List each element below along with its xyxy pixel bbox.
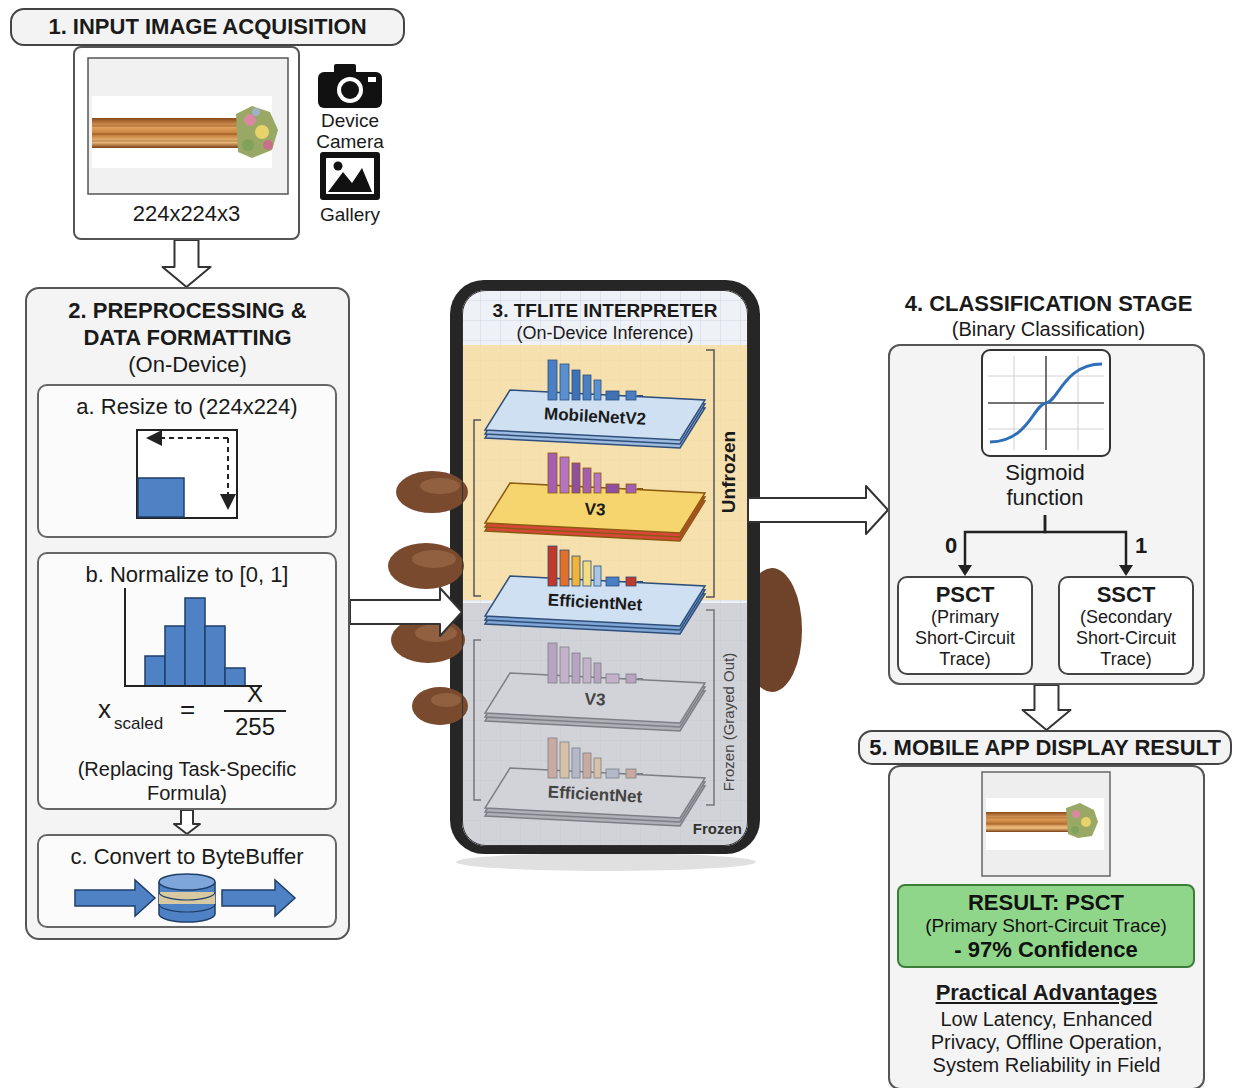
layer-plate — [480, 352, 710, 452]
process-box: a. Resize to (224x224) — [37, 384, 337, 538]
sigmoid-block: Sigmoid function — [975, 350, 1115, 515]
block-arrow — [163, 240, 211, 287]
block-arrow — [350, 588, 462, 636]
node-text: (Secondary Short-Circuit Trace) — [1068, 607, 1184, 670]
phone-screen: 3. TFLITE INTERPRETER(On-Device Inferenc… — [462, 290, 748, 846]
node-text: (Primary Short-Circuit Trace) — [903, 915, 1189, 937]
icon-caption: Device Camera — [305, 110, 395, 152]
node-title: Sigmoid function — [975, 460, 1115, 510]
node-title: 224x224x3 — [75, 200, 298, 228]
arrow-head — [958, 565, 972, 576]
formula-numerator: X — [222, 680, 288, 708]
node-title: 5. MOBILE APP DISPLAY RESULT — [860, 732, 1230, 763]
connector-line — [965, 515, 1045, 566]
layer-plate — [480, 538, 710, 638]
node-text: (Binary Classification) — [878, 317, 1219, 341]
model-layer: V3 — [480, 445, 710, 545]
node-text: (Primary Short-Circuit Trace) — [907, 607, 1023, 670]
model-layer: EfficientNet — [480, 730, 710, 830]
node-title: 1. INPUT IMAGE ACQUISITION — [12, 10, 403, 44]
formula-subscript: scaled — [114, 714, 163, 734]
layer-plate — [480, 635, 710, 735]
layer-plate — [480, 445, 710, 545]
node-text: (Replacing Task-Specific Formula) — [49, 757, 325, 805]
node-title: a. Resize to (224x224) — [47, 394, 327, 420]
icon-caption: Gallery — [305, 204, 395, 225]
class-box: SSCT(Secondary Short-Circuit Trace) — [1058, 576, 1194, 675]
node-title: 2. PREPROCESSING & DATA FORMATTING — [52, 297, 323, 351]
arrow-head — [1119, 565, 1133, 576]
block-arrow — [174, 810, 200, 834]
result-panel: Practical AdvantagesLow Latency, Enhance… — [888, 765, 1205, 1088]
formula-term: x — [98, 694, 111, 724]
node-title: 4. CLASSIFICATION STAGE — [878, 290, 1219, 317]
node-title: c. Convert to ByteBuffer — [47, 844, 327, 870]
node-title: 3. TFLITE INTERPRETER — [469, 299, 741, 322]
model-layer: V3 — [480, 635, 710, 735]
node-title: Practical Advantages — [896, 980, 1197, 1006]
process-box: b. Normalize to [0, 1] (Replacing Task-Sp… — [37, 552, 337, 810]
group-label: Frozen — [690, 820, 742, 838]
model-layer: EfficientNet — [480, 538, 710, 638]
block-arrow — [1023, 685, 1071, 730]
result-box: RESULT: PSCT(Primary Short-Circuit Trace… — [897, 884, 1195, 968]
block-arrow — [748, 486, 888, 534]
formula-denominator: 255 — [222, 713, 288, 741]
stage-pill: 1. INPUT IMAGE ACQUISITION — [10, 8, 405, 46]
group-label: Unfrozen — [718, 431, 740, 513]
branch-connector — [958, 515, 1045, 576]
edge-label: 1 — [1135, 534, 1147, 558]
node-text: (On-Device) — [52, 351, 323, 378]
edge-label: 0 — [945, 534, 957, 558]
node-title: RESULT: PSCT — [903, 890, 1189, 915]
layer-plate — [480, 730, 710, 830]
image-frame: 224x224x3 — [73, 46, 300, 240]
process-box: c. Convert to ByteBuffer — [37, 834, 337, 928]
stage-pill: 5. MOBILE APP DISPLAY RESULT — [858, 730, 1232, 765]
stage-panel: 2. PREPROCESSING & DATA FORMATTING(On-De… — [25, 287, 350, 940]
stage-panel: 4. CLASSIFICATION STAGE(Binary Classific… — [888, 344, 1205, 685]
node-text: Low Latency, Enhanced Privacy, Offline O… — [906, 1008, 1187, 1077]
group-label: Frozen (Grayed Out) — [720, 653, 738, 791]
node-title: b. Normalize to [0, 1] — [47, 562, 327, 588]
node-text: - 97% Confidence — [903, 937, 1189, 962]
model-layer: MobileNetV2 — [480, 352, 710, 452]
class-box: PSCT(Primary Short-Circuit Trace) — [897, 576, 1033, 675]
node-text: (On-Device Inference) — [469, 322, 741, 345]
node-title: PSCT — [907, 582, 1023, 607]
connector-line — [1045, 515, 1126, 566]
node-title: SSCT — [1068, 582, 1184, 607]
branch-connector — [1045, 515, 1133, 576]
formula-term: = — [180, 694, 195, 724]
